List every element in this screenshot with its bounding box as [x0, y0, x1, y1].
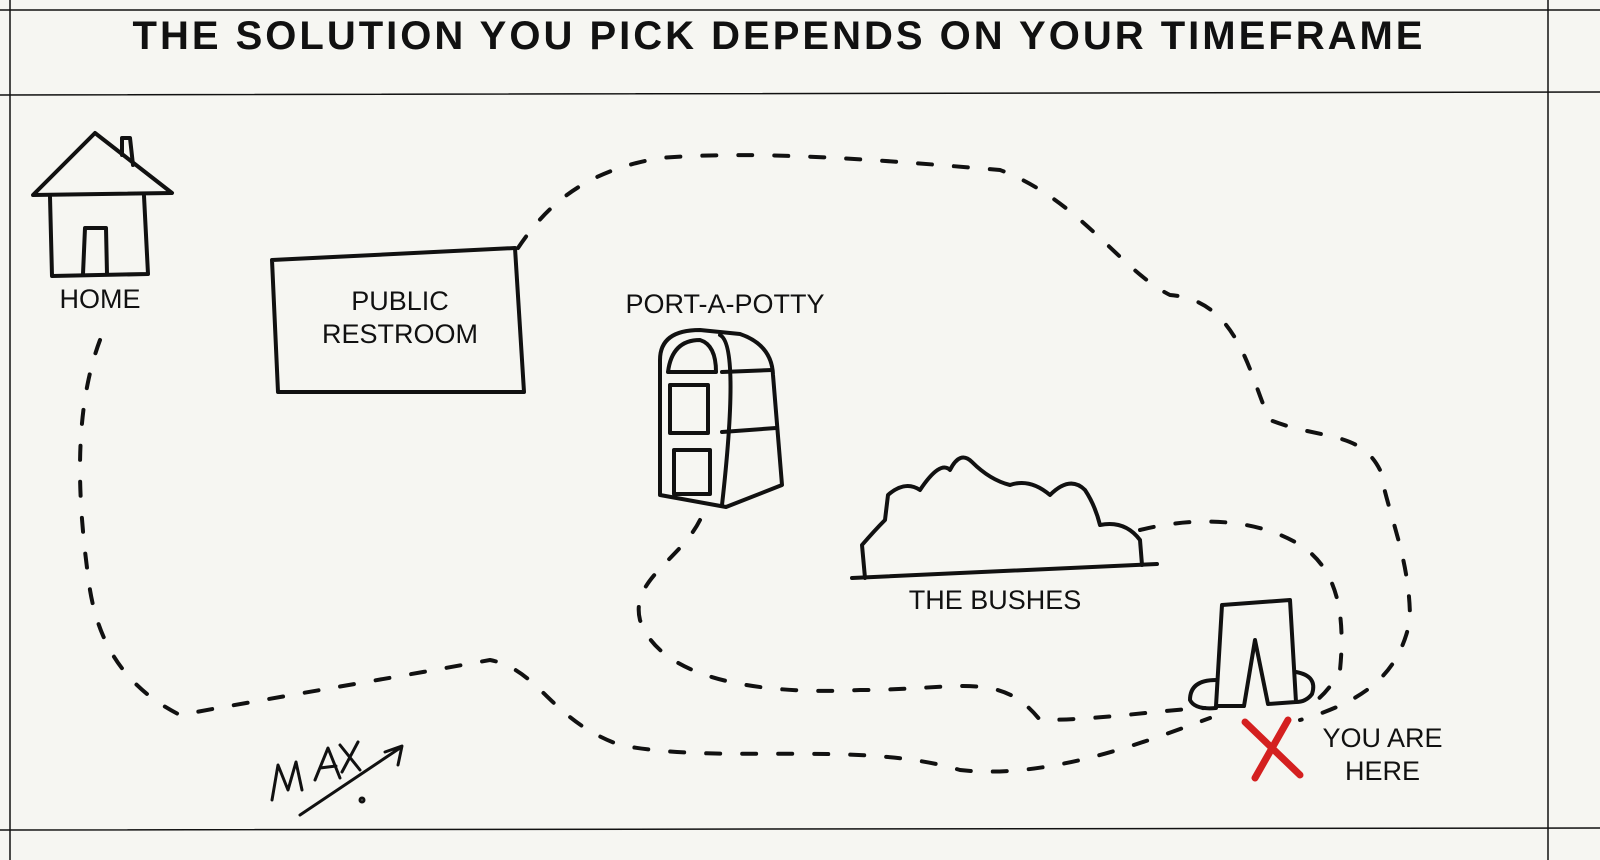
house-icon [31, 131, 174, 278]
label-you-are-here: YOU ARE HERE [1322, 723, 1443, 786]
port-a-potty-icon [658, 328, 784, 509]
signature-mark [270, 740, 404, 817]
bushes-icon [850, 455, 1159, 580]
public-restroom-box [270, 246, 526, 394]
label-port-a-potty: PORT-A-POTTY [625, 289, 825, 319]
label-bushes: THE BUSHES [908, 585, 1082, 615]
label-home: HOME [59, 284, 141, 314]
pants-icon [1188, 598, 1316, 711]
label-public-restroom: PUBLIC RESTROOM [321, 286, 478, 349]
x-mark-icon [1241, 716, 1304, 782]
dashed-paths [78, 153, 1412, 774]
page-title: THE SOLUTION YOU PICK DEPENDS ON YOUR TI… [132, 14, 1426, 58]
